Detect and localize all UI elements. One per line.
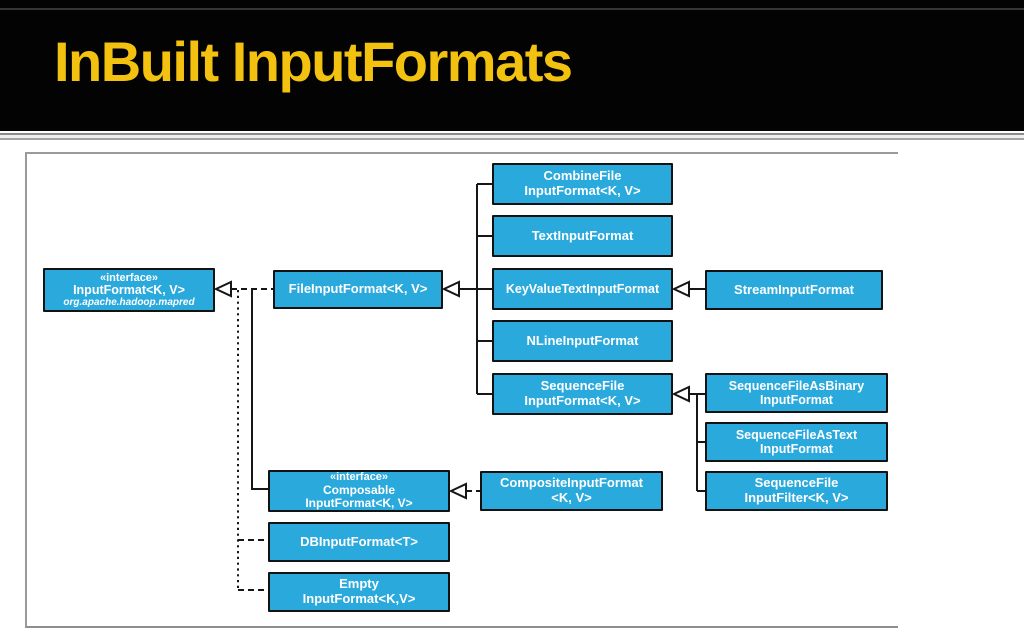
node-keyvaluetextinputformat: KeyValueTextInputFormat	[492, 268, 673, 310]
node-dbinputformat: DBInputFormat<T>	[268, 522, 450, 562]
node-emptyinputformat: Empty InputFormat<K,V>	[268, 572, 450, 612]
class-name-label: SequenceFileAsBinary	[728, 378, 865, 393]
class-name-label: InputFormat<K, V>	[73, 282, 185, 297]
node-streaminputformat: StreamInputFormat	[705, 270, 883, 310]
node-sequencefileinputformat: SequenceFile InputFormat<K, V>	[492, 373, 673, 415]
class-name-label: NLineInputFormat	[526, 332, 639, 348]
stereotype-label: «interface»	[329, 471, 389, 484]
class-name-label: InputFormat	[760, 442, 833, 456]
class-name-label: KeyValueTextInputFormat	[505, 281, 660, 296]
node-textinputformat: TextInputFormat	[492, 215, 673, 257]
class-name-label: Empty	[339, 576, 379, 592]
class-name-label: InputFormat<K, V>	[524, 393, 641, 408]
slide-title: InBuilt InputFormats	[54, 30, 573, 93]
node-combinefileinputformat: CombineFile InputFormat<K, V>	[492, 163, 673, 205]
class-name-label: TextInputFormat	[531, 227, 634, 243]
slide-header: InBuilt InputFormats	[0, 0, 1024, 131]
header-divider-line	[0, 133, 1024, 140]
node-sequencefileastextinputformat: SequenceFileAsText InputFormat	[705, 422, 888, 462]
package-label: org.apache.hadoop.mapred	[63, 297, 195, 309]
class-name-label: SequenceFile	[540, 378, 625, 394]
node-composableinputformat-interface: «interface» Composable InputFormat<K, V>	[268, 470, 450, 512]
node-fileinputformat: FileInputFormat<K, V>	[273, 270, 443, 309]
header-top-line	[0, 8, 1024, 10]
class-name-label: <K, V>	[551, 490, 592, 505]
class-name-label: FileInputFormat<K, V>	[288, 281, 428, 297]
class-name-label: InputFormat<K, V>	[524, 183, 641, 198]
class-name-label: InputFormat<K,V>	[302, 591, 416, 606]
class-name-label: InputFilter<K, V>	[744, 490, 849, 505]
node-sequencefileasbinaryinputformat: SequenceFileAsBinary InputFormat	[705, 373, 888, 413]
class-name-label: CombineFile	[543, 168, 622, 184]
node-nlineinputformat: NLineInputFormat	[492, 320, 673, 362]
class-name-label: SequenceFile	[754, 475, 839, 491]
class-name-label: SequenceFileAsText	[735, 427, 858, 442]
node-inputformat-interface: «interface» InputFormat<K, V> org.apache…	[43, 268, 215, 312]
class-name-label: StreamInputFormat	[734, 281, 854, 297]
class-name-label: InputFormat	[760, 393, 833, 407]
class-name-label: Composable	[322, 482, 395, 497]
node-compositeinputformat: CompositeInputFormat <K, V>	[480, 471, 663, 511]
node-sequencefileinputfilter: SequenceFile InputFilter<K, V>	[705, 471, 888, 511]
stereotype-label: «interface»	[99, 271, 159, 284]
class-name-label: CompositeInputFormat	[500, 475, 643, 491]
class-name-label: DBInputFormat<T>	[300, 533, 418, 549]
class-name-label: InputFormat<K, V>	[305, 495, 413, 510]
